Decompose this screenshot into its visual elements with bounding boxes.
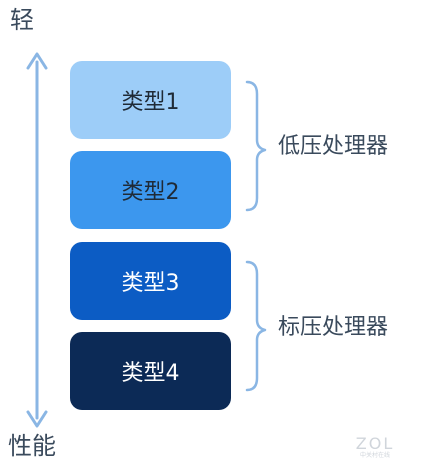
type-box-1-label: 类型1 — [121, 90, 180, 115]
watermark-logo-text: ZOL — [355, 434, 395, 453]
type-box-2: 类型2 — [70, 151, 231, 229]
watermark-sub-text: 中关村在线 — [359, 452, 390, 459]
axis-top-label: 轻 — [10, 6, 34, 34]
group-label-standard: 标压处理器 — [278, 315, 389, 340]
bracket-standard — [245, 260, 267, 392]
type-box-2-label: 类型2 — [121, 180, 180, 205]
type-box-4: 类型4 — [70, 332, 231, 410]
vertical-axis-arrow — [26, 52, 48, 428]
axis-bottom-label: 性能 — [8, 432, 56, 460]
group-label-low-power: 低压处理器 — [278, 134, 389, 159]
zol-watermark-logo: ZOL 中关村在线 — [350, 436, 400, 459]
type-box-1: 类型1 — [70, 61, 231, 139]
bracket-low-power — [245, 80, 267, 212]
type-box-3: 类型3 — [70, 242, 231, 320]
type-box-3-label: 类型3 — [121, 271, 180, 296]
type-box-4-label: 类型4 — [121, 361, 180, 386]
